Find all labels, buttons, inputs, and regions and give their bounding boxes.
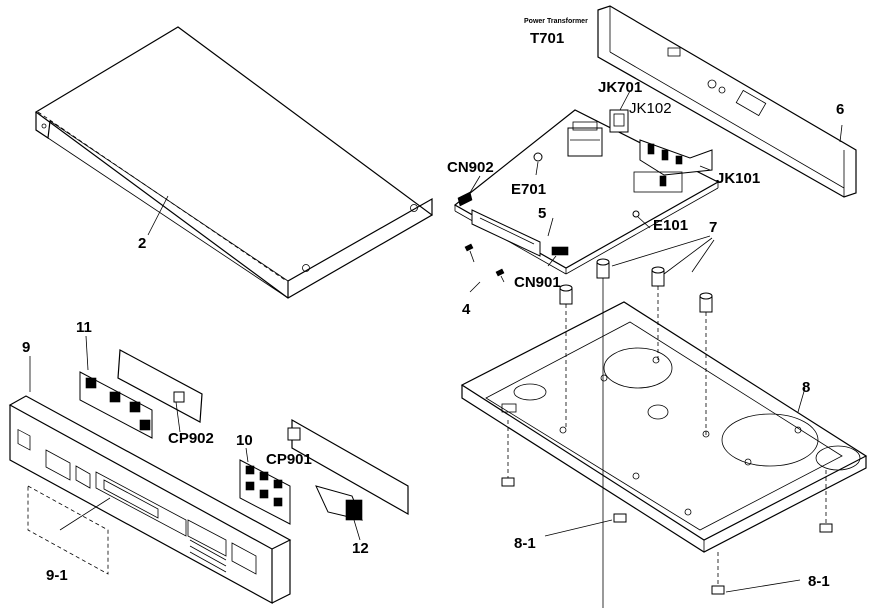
leader-7c	[691, 239, 715, 273]
label-jk701: JK701	[598, 79, 643, 96]
label-jk102: JK102	[629, 100, 672, 117]
label-t701: T701	[530, 30, 565, 47]
label-part-5: 5	[538, 205, 547, 222]
label-jk101: JK101	[716, 170, 761, 187]
label-cn901: CN901	[514, 274, 561, 291]
label-part-4: 4	[462, 301, 471, 318]
leader-10	[245, 447, 249, 463]
label-cp902: CP902	[168, 430, 214, 447]
label-part-8: 8	[802, 379, 811, 396]
label-part-2: 2	[138, 235, 147, 252]
label-part-7: 7	[709, 219, 718, 236]
label-power-transformer: Power Transformer	[524, 18, 588, 25]
spacer-part	[559, 258, 713, 608]
leader-6	[839, 124, 843, 143]
leader-jk101	[699, 165, 711, 171]
leader-jk701	[619, 90, 631, 111]
label-cn902: CN902	[447, 159, 494, 176]
screw-part	[464, 243, 505, 283]
label-part-8-1-right: 8-1	[808, 573, 830, 590]
switch-board-part	[79, 349, 203, 439]
display-filter-part	[27, 485, 109, 575]
top-cover-part	[34, 26, 434, 299]
leader-e101	[637, 216, 651, 229]
rubber-foot-part	[501, 420, 833, 595]
leader-4	[469, 281, 481, 293]
leader-e701	[535, 161, 539, 176]
leader-2	[147, 195, 169, 236]
power-switch-part	[315, 485, 363, 521]
label-part-6: 6	[836, 101, 845, 118]
label-e701: E701	[511, 181, 547, 198]
leader-7b	[663, 237, 713, 275]
leader-8-1a	[544, 519, 613, 537]
leader-8-1b	[725, 579, 801, 593]
label-part-10: 10	[236, 432, 253, 449]
label-part-11: 11	[76, 319, 92, 336]
chassis-part	[460, 301, 868, 553]
label-e101: E101	[653, 217, 689, 234]
label-part-9-1: 9-1	[46, 567, 68, 584]
leader-8	[797, 387, 806, 413]
label-part-9: 9	[22, 339, 31, 356]
leader-9-1	[59, 497, 111, 531]
label-part-8-1-left: 8-1	[514, 535, 536, 552]
button-set-part	[239, 418, 409, 525]
label-part-12: 12	[352, 540, 369, 557]
leader-7a	[611, 235, 711, 267]
rear-panel-part	[597, 5, 857, 198]
main-pcb-part	[453, 109, 720, 275]
leader-cn902	[467, 175, 481, 197]
leader-cp902	[175, 401, 181, 433]
leader-cn901	[547, 255, 557, 267]
leader-11	[85, 335, 89, 371]
leader-5	[547, 217, 554, 237]
front-panel-part	[8, 395, 292, 605]
leader-12	[353, 519, 361, 541]
label-cp901: CP901	[266, 451, 312, 468]
